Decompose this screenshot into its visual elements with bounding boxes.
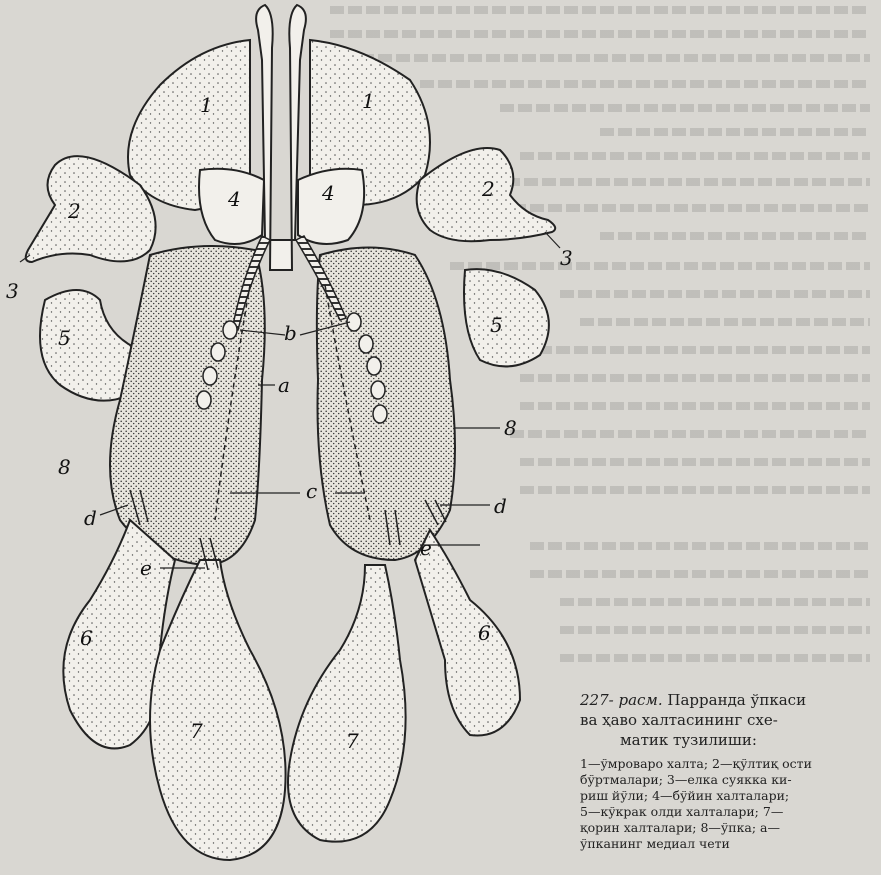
label-e-left: e <box>140 556 152 580</box>
label-1-right: 1 <box>362 89 375 113</box>
caption-title-line3: матик тузилиши: <box>580 730 881 750</box>
posterior-thoracic-sac-right <box>415 530 520 736</box>
label-6-left: 6 <box>80 626 93 650</box>
label-b: b <box>284 321 297 345</box>
label-1-left: 1 <box>200 93 213 117</box>
caption-title-rest: Парранда ўпкаси <box>667 691 806 709</box>
caption-title-line2: ва ҳаво халтасининг схе- <box>580 710 881 730</box>
label-d-left: d <box>84 506 97 530</box>
label-8-left: 8 <box>58 455 71 479</box>
label-3-left: 3 <box>6 279 19 303</box>
label-5-left: 5 <box>58 326 71 350</box>
label-c: c <box>306 479 317 503</box>
label-7-left: 7 <box>190 719 203 743</box>
caption-legend: 1—ўмроваро халта; 2—қўлтиқ ости бўртмала… <box>580 756 881 852</box>
label-8-right: 8 <box>504 416 517 440</box>
figure-caption: 227- расм. Парранда ўпкаси ва ҳаво халта… <box>580 690 881 852</box>
label-2-right: 2 <box>481 177 495 201</box>
label-d-right: d <box>494 494 507 518</box>
label-2-left: 2 <box>67 199 81 223</box>
label-a: a <box>278 373 290 397</box>
prethoracic-sac-right <box>464 269 549 366</box>
caption-title: 227- расм. Парранда ўпкаси <box>580 690 881 710</box>
label-4-left: 4 <box>227 187 241 211</box>
label-3-right: 3 <box>560 246 573 270</box>
caption-number: 227- расм. <box>580 691 663 709</box>
label-4-right: 4 <box>321 181 335 205</box>
label-e-right: e <box>420 536 432 560</box>
abdominal-sac-left <box>150 560 286 860</box>
label-6-right: 6 <box>478 621 491 645</box>
abdominal-sac-right <box>288 565 406 842</box>
label-7-right: 7 <box>346 729 359 753</box>
label-5-right: 5 <box>490 313 503 337</box>
